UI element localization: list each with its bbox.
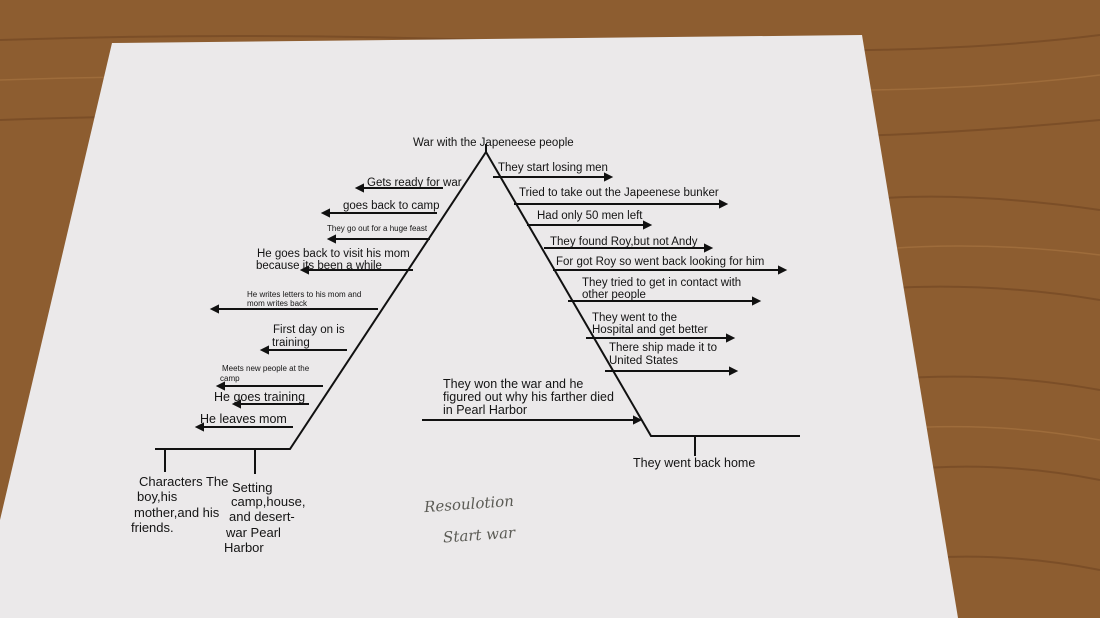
- rising-event: mom writes back: [247, 299, 308, 308]
- characters-label: Characters The: [139, 474, 229, 489]
- falling-event: There ship made it to: [609, 342, 718, 354]
- climax-note: figured out why his farther died: [443, 390, 614, 404]
- falling-event: United States: [609, 355, 679, 367]
- falling-event: They found Roy,but not Andy: [550, 236, 698, 248]
- rising-event: because its been a while: [256, 260, 382, 272]
- climax-note: They won the war and he: [443, 377, 584, 391]
- climax-note: in Pearl Harbor: [443, 403, 528, 417]
- rising-event: He goes back to visit his mom: [257, 248, 410, 260]
- falling-event: Had only 50 men left: [537, 210, 643, 222]
- rising-event: Gets ready for war: [367, 177, 462, 189]
- rising-event: He goes training: [214, 390, 306, 404]
- falling-event: They start losing men: [498, 162, 608, 174]
- setting-label: Harbor: [224, 540, 264, 555]
- peak-label: War with the Japeneese people: [413, 137, 574, 149]
- rising-event: He writes letters to his mom and: [247, 290, 362, 299]
- falling-event: Hospital and get better: [592, 324, 708, 336]
- characters-label: boy,his: [137, 489, 178, 504]
- setting-label: and desert-: [229, 509, 295, 524]
- rising-event: training: [272, 337, 310, 349]
- rising-event: First day on is: [273, 324, 345, 336]
- characters-label: mother,and his: [134, 505, 220, 520]
- characters-label: friends.: [131, 520, 174, 535]
- rising-event: camp: [220, 374, 240, 383]
- falling-event: Tried to take out the Japeenese bunker: [519, 187, 719, 199]
- rising-event: They go out for a huge feast: [327, 224, 428, 233]
- resolution-label: They went back home: [633, 456, 756, 470]
- setting-label: Setting: [232, 480, 273, 495]
- setting-label: war Pearl: [226, 525, 281, 540]
- falling-event: other people: [582, 289, 646, 301]
- setting-label: camp,house,: [231, 494, 306, 509]
- falling-event: They went to the: [592, 312, 678, 324]
- falling-event: For got Roy so went back looking for him: [556, 256, 765, 268]
- rising-event: He leaves mom: [200, 412, 287, 426]
- rising-event: Meets new people at the: [222, 364, 310, 373]
- rising-event: goes back to camp: [343, 200, 440, 212]
- falling-event: They tried to get in contact with: [582, 277, 742, 289]
